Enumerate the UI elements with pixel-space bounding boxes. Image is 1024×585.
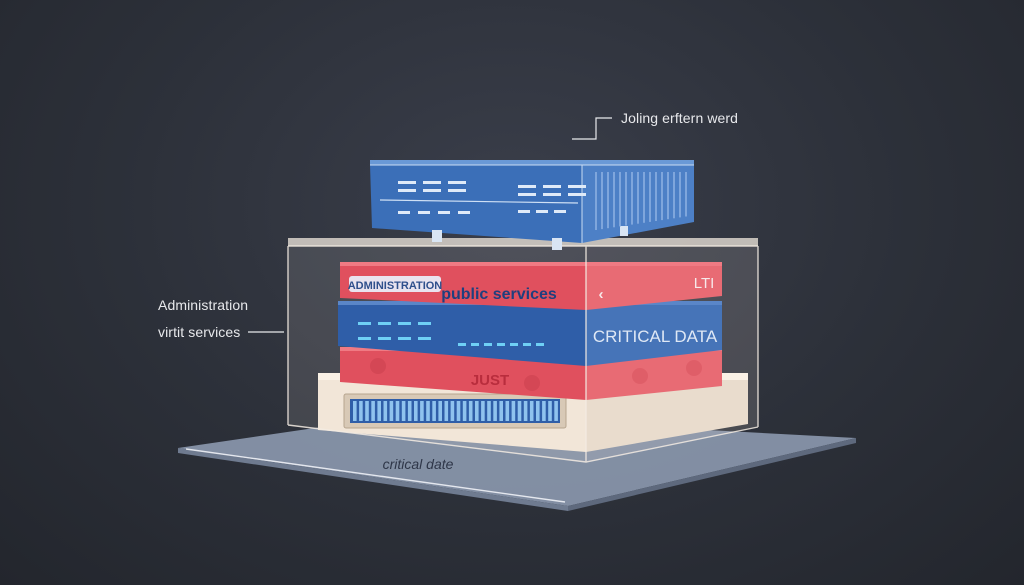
status-dash [458, 343, 466, 346]
grid-cell [468, 401, 473, 421]
grid-cell [395, 401, 400, 421]
grid-cell [505, 401, 510, 421]
grid-cell [377, 401, 381, 421]
floor-plate [178, 414, 856, 511]
grid-cell [511, 401, 516, 421]
grid-cell [407, 401, 412, 421]
status-dash [418, 337, 431, 340]
server-led [554, 210, 566, 213]
grid-cell [481, 401, 485, 421]
grid-cell [450, 401, 455, 421]
grid-cell [475, 401, 479, 421]
server-led [423, 189, 441, 192]
grid-cell [438, 401, 442, 421]
status-dash [484, 343, 492, 346]
grid-cell [365, 401, 369, 421]
server-led [438, 211, 450, 214]
grid-cell [456, 401, 461, 421]
status-dash [536, 343, 544, 346]
status-dash [398, 322, 411, 325]
server-led [568, 185, 586, 188]
left-callout-title: Administration [158, 297, 249, 313]
grid-cell [523, 401, 528, 421]
grid-cell [493, 401, 497, 421]
grid-cell [487, 401, 491, 421]
server-led [448, 181, 466, 184]
status-dash [378, 337, 391, 340]
status-dash [497, 343, 505, 346]
grid-cell [401, 401, 406, 421]
grid-cell [462, 401, 467, 421]
lti-label: LTI [694, 275, 715, 292]
red-band-public [340, 262, 722, 310]
server-led [423, 181, 441, 184]
grid-cell [554, 401, 558, 421]
server-led [543, 193, 561, 196]
server-led [568, 193, 586, 196]
server-led [518, 193, 536, 196]
floor-label: critical date [383, 456, 454, 472]
critical-data-label: CRITICAL DATA [593, 327, 718, 346]
server-led [543, 185, 561, 188]
left-callout-subtitle: virtit services [158, 324, 241, 340]
server-led [518, 185, 536, 188]
grid-cell [499, 401, 503, 421]
public-services-label: public services [441, 286, 557, 303]
server-led [398, 181, 416, 184]
callout-leader-top [572, 117, 612, 140]
server-led [518, 210, 530, 213]
grid-cell [389, 401, 394, 421]
grid-cell [420, 401, 424, 421]
grid-cell [353, 401, 357, 421]
server-led [398, 189, 416, 192]
status-dashes [358, 322, 544, 346]
glass-top-lid [288, 238, 758, 246]
grid-cell [359, 401, 363, 421]
server-led [536, 210, 548, 213]
server-led [458, 211, 470, 214]
just-label: JUST [471, 372, 509, 389]
grid-cell [517, 401, 522, 421]
storage-grid [353, 401, 558, 421]
status-dash [523, 343, 531, 346]
status-dash [418, 322, 431, 325]
grid-cell [414, 401, 418, 421]
grid-cell [383, 401, 388, 421]
status-dash [358, 337, 371, 340]
server-led [418, 211, 430, 214]
grid-cell [371, 401, 375, 421]
administration-badge: ADMINISTRATION [348, 280, 443, 292]
server-unit [370, 160, 694, 250]
grid-cell [542, 401, 546, 421]
arrow-icon: ‹ [599, 286, 604, 303]
grid-cell [426, 401, 430, 421]
status-dash [510, 343, 518, 346]
grid-cell [536, 401, 540, 421]
grid-cell [529, 401, 534, 421]
status-dash [398, 337, 411, 340]
status-dash [358, 322, 371, 325]
server-led [398, 211, 410, 214]
server-status-leds [398, 181, 586, 214]
top-callout-text: Joling erftern werd [621, 110, 739, 126]
grid-cell [432, 401, 436, 421]
server-vent-slots [595, 172, 687, 230]
status-dash [378, 322, 391, 325]
server-led [448, 189, 466, 192]
grid-cell [548, 401, 552, 421]
grid-cell [444, 401, 449, 421]
status-dash [471, 343, 479, 346]
